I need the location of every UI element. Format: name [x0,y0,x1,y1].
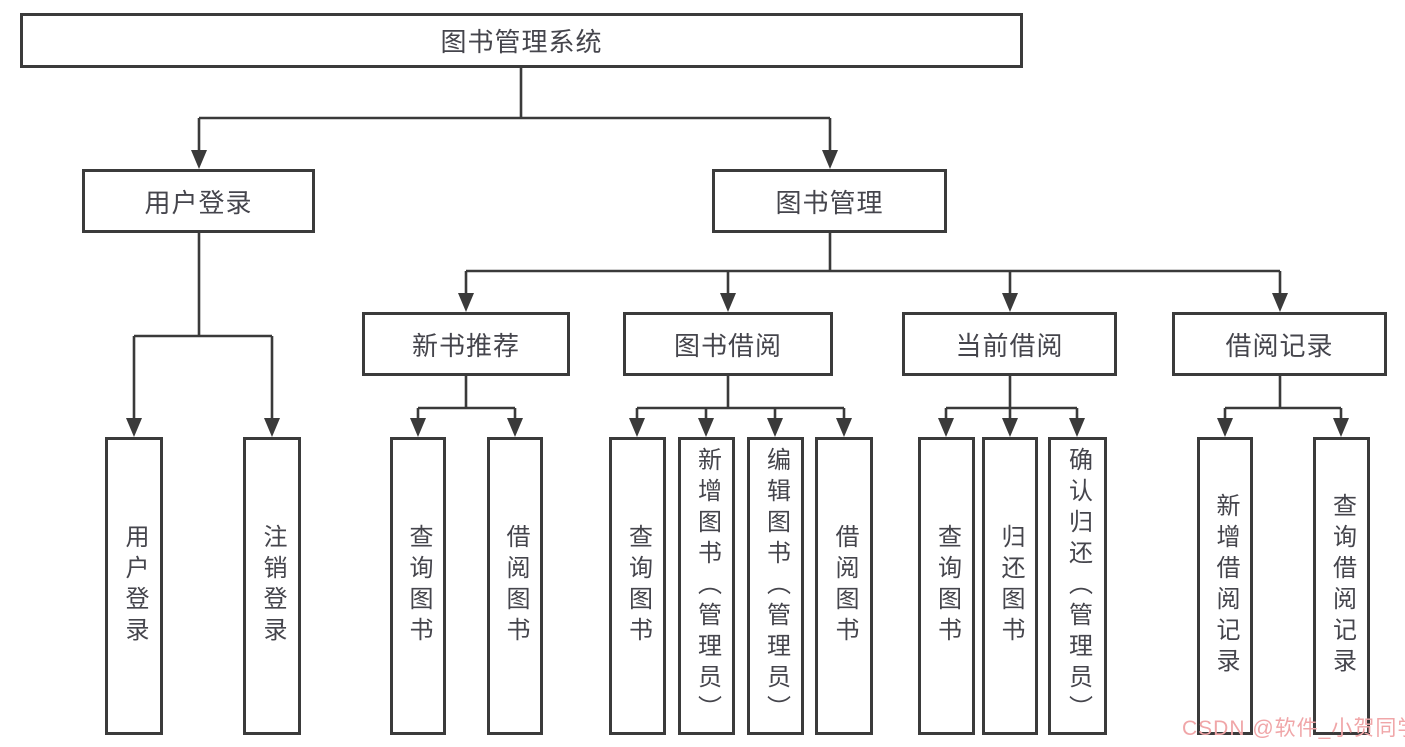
arrowhead [410,418,426,437]
node-book-borrowing: 图书借阅 [623,312,833,376]
leaf-label: 归还图书 [997,524,1024,648]
leaf-query-books-2: 查询图书 [609,437,666,735]
node-label: 借阅记录 [1225,330,1334,361]
arrowhead [264,418,280,437]
arrowhead [126,418,142,437]
leaf-logout: 注销登录 [243,437,301,735]
arrowhead [1002,293,1018,312]
node-root-label: 图书管理系统 [440,27,603,57]
leaf-add-borrow-record: 新增借阅记录 [1197,437,1253,735]
arrowhead [767,418,783,437]
arrowhead [1069,418,1085,437]
leaf-label: 查询借阅记录 [1328,493,1356,679]
node-new-book-recommend: 新书推荐 [362,312,570,376]
connector-borrow-records-fork [1223,376,1343,419]
leaf-label: 查询图书 [933,524,961,648]
arrowhead [1002,418,1018,437]
leaf-add-book-admin: 新增图书（管理员） [678,437,735,735]
connector-root-fork [197,68,832,152]
leaf-label: 查询图书 [405,524,432,648]
node-root: 图书管理系统 [20,13,1023,68]
leaf-query-borrow-record: 查询借阅记录 [1313,437,1370,735]
arrowhead [1333,418,1349,437]
node-label: 当前借阅 [955,330,1064,361]
leaf-query-books-1: 查询图书 [390,437,446,735]
connector-new-book-fork [416,376,517,419]
arrowhead [507,418,523,437]
leaf-label: 确认归还（管理员） [1064,446,1092,726]
csdn-watermark: CSDN @软件_小贺同学 [1182,717,1405,740]
arrowhead [458,293,474,312]
node-book-management: 图书管理 [712,169,947,233]
leaf-label: 借阅图书 [502,524,529,648]
node-label: 用户登录 [144,187,253,218]
leaf-label: 新增借阅记录 [1212,493,1239,679]
arrowhead [629,418,645,437]
arrowhead [191,150,207,169]
node-label: 图书借阅 [673,330,782,361]
arrowhead [698,418,714,437]
node-label: 图书管理 [775,187,884,218]
connector-current-borrowing-fork [944,376,1079,419]
arrowhead [938,418,954,437]
arrowhead [822,150,838,169]
leaf-confirm-return-admin: 确认归还（管理员） [1048,437,1107,735]
connector-user-login-fork [132,233,274,419]
leaf-query-books-3: 查询图书 [918,437,975,735]
node-label: 新书推荐 [411,330,520,361]
leaf-label: 用户登录 [121,524,148,648]
node-borrow-records: 借阅记录 [1172,312,1387,376]
leaf-label: 编辑图书（管理员） [762,446,790,726]
leaf-label: 新增图书（管理员） [693,446,721,726]
node-user-login-branch: 用户登录 [82,169,315,233]
leaf-edit-book-admin: 编辑图书（管理员） [747,437,804,735]
leaf-return-book: 归还图书 [982,437,1038,735]
arrowhead [1272,293,1288,312]
node-current-borrowing: 当前借阅 [902,312,1117,376]
leaf-label: 注销登录 [259,524,286,648]
leaf-label: 借阅图书 [831,524,858,648]
leaf-borrow-books-1: 借阅图书 [487,437,543,735]
leaf-user-login: 用户登录 [105,437,163,735]
connector-book-borrowing-fork [635,376,846,419]
leaf-label: 查询图书 [624,524,652,648]
arrowhead [836,418,852,437]
connector-book-management-fork [464,233,1282,294]
arrowhead [1217,418,1233,437]
leaf-borrow-books-2: 借阅图书 [815,437,873,735]
arrowhead [720,293,736,312]
